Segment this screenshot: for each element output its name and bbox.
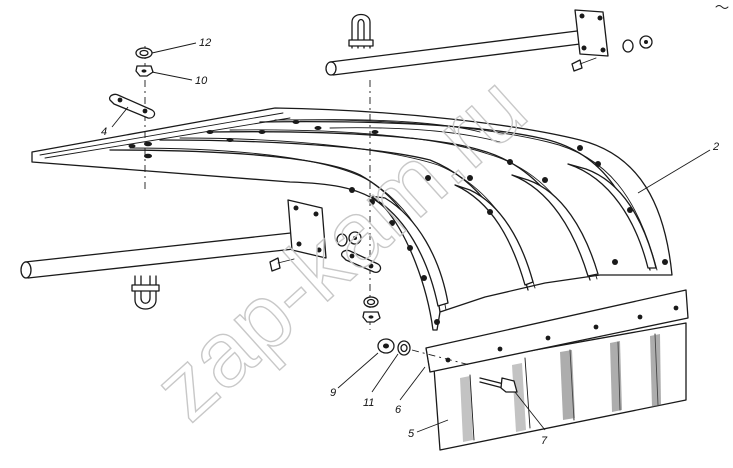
callout-7: 7 (541, 435, 548, 447)
upper-support-rod (325, 9, 653, 76)
callout-labels: 12 10 4 2 5 6 7 9 11 (101, 37, 719, 447)
callout-12: 12 (199, 37, 211, 49)
bracket-assembly-left (108, 46, 156, 192)
mud-flap-assembly (377, 289, 689, 451)
leader-lines (111, 42, 711, 433)
callout-6: 6 (395, 404, 402, 416)
bolt-7 (500, 377, 518, 393)
fender-body (31, 107, 673, 331)
corner-mark (715, 5, 729, 9)
lower-support-rod (20, 199, 362, 279)
callout-2: 2 (712, 141, 719, 153)
callout-11: 11 (363, 397, 374, 409)
bracket-assembly-centre (340, 80, 382, 330)
callout-10: 10 (195, 75, 208, 87)
callout-5: 5 (408, 428, 415, 440)
callout-9: 9 (330, 387, 336, 399)
mud-flap-5 (433, 322, 687, 451)
u-bolt-lower (131, 275, 160, 310)
bracket-4 (108, 93, 156, 119)
callout-4: 4 (101, 126, 107, 138)
u-bolt-upper (348, 13, 374, 49)
